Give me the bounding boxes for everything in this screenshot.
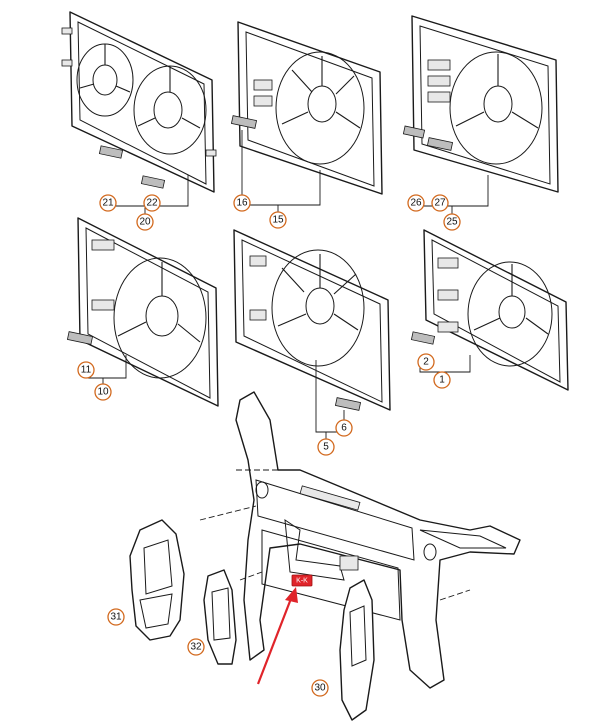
air-deflector-left <box>203 569 237 665</box>
callout-circle <box>99 194 117 212</box>
fan-shroud-d <box>77 217 219 407</box>
callout-27: 27 <box>431 194 449 212</box>
seal-strip-16 <box>230 115 258 129</box>
callout-label: 26 <box>410 198 422 209</box>
callout-30: 30 <box>311 679 329 697</box>
seal-strip-26 <box>402 125 426 139</box>
callout-21: 21 <box>99 194 117 212</box>
callout-label: 2 <box>423 357 429 368</box>
air-duct-left <box>129 519 185 641</box>
callout-label: 11 <box>81 365 92 376</box>
callout-label: 31 <box>110 612 122 623</box>
callout-circle <box>417 353 435 371</box>
callout-circle <box>433 371 451 389</box>
highlight-marker <box>291 574 313 587</box>
callout-circle <box>431 194 449 212</box>
callout-circle <box>407 194 425 212</box>
callout-circle <box>107 608 125 626</box>
callout-circle <box>269 211 287 229</box>
callout-label: 22 <box>146 198 158 209</box>
callout-2: 2 <box>417 353 435 371</box>
callout-10: 10 <box>94 383 112 401</box>
callout-circle <box>443 213 461 231</box>
callout-circle <box>143 194 161 212</box>
air-duct-right <box>339 579 375 721</box>
callout-31: 31 <box>107 608 125 626</box>
fan-shroud-c <box>411 15 559 193</box>
callout-circle <box>94 383 112 401</box>
callout-circle <box>187 638 205 656</box>
callout-5: 5 <box>317 438 335 456</box>
callout-circle <box>233 194 251 212</box>
fan-shroud-a <box>61 11 217 193</box>
callout-25: 25 <box>443 213 461 231</box>
fan-shroud-f <box>423 229 569 391</box>
callout-label: 5 <box>323 442 329 453</box>
lock-carrier-assembly <box>199 391 521 689</box>
seal-strip-21 <box>98 145 124 159</box>
callout-circle <box>317 438 335 456</box>
fan-shroud-e <box>233 229 391 411</box>
callout-11: 11 <box>77 361 95 379</box>
callout-label: 21 <box>102 198 114 209</box>
callout-circle <box>77 361 95 379</box>
callout-1: 1 <box>433 371 451 389</box>
callout-label: 16 <box>236 198 248 209</box>
callout-circle <box>311 679 329 697</box>
callout-label: 30 <box>314 683 326 694</box>
highlight-marker-label: K-K <box>296 578 308 585</box>
callout-label: 15 <box>272 215 284 226</box>
callout-label: 10 <box>97 387 109 398</box>
fan-shroud-b <box>237 21 383 195</box>
seal-strip-22 <box>140 175 166 189</box>
seal-strip-11 <box>66 331 94 345</box>
callout-26: 26 <box>407 194 425 212</box>
arrow-pointer-icon <box>256 587 298 685</box>
callout-circle <box>335 419 353 437</box>
callout-22: 22 <box>143 194 161 212</box>
callout-circle <box>136 213 154 231</box>
callout-label: 25 <box>446 217 458 228</box>
callout-6: 6 <box>335 419 353 437</box>
callout-16: 16 <box>233 194 251 212</box>
callout-label: 27 <box>434 198 446 209</box>
callout-label: 1 <box>439 375 445 386</box>
seal-strip-27 <box>426 137 454 151</box>
callout-label: 32 <box>190 642 202 653</box>
callout-20: 20 <box>136 213 154 231</box>
callout-label: 6 <box>341 423 347 434</box>
callout-32: 32 <box>187 638 205 656</box>
callout-15: 15 <box>269 211 287 229</box>
seal-strip-2 <box>410 331 436 345</box>
seal-strip-6 <box>334 397 362 411</box>
callout-label: 20 <box>139 217 151 228</box>
